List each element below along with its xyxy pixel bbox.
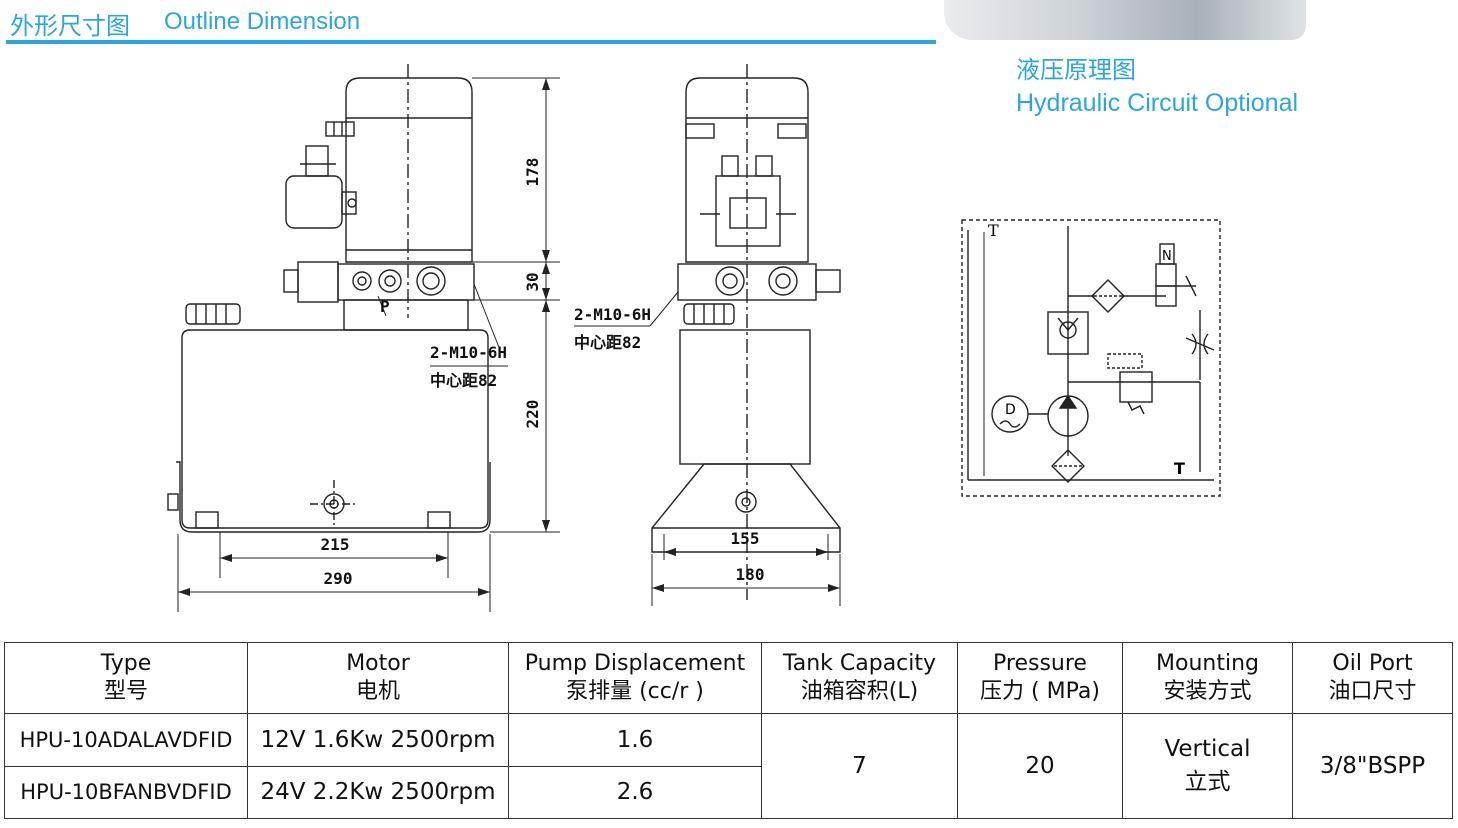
side-tank [679, 329, 811, 465]
cell-oil-port: 3/8"BSPP [1292, 713, 1453, 819]
suction-filter-icon [1051, 449, 1085, 483]
section-header: 外形尺寸图 Outline Dimension [6, 4, 936, 44]
circuit-label-d: D [1005, 402, 1016, 418]
port-label-p: P [380, 297, 390, 316]
circuit-label-n: N [1162, 249, 1172, 264]
filler-cap-icon [185, 303, 241, 325]
front-view [167, 64, 491, 533]
dim-mount-inner-front: 215 [321, 535, 350, 554]
section-title-en: Outline Dimension [164, 8, 361, 35]
dim-tank-height: 220 [523, 400, 542, 429]
side-motor [685, 77, 809, 263]
product-photo-fragment [944, 0, 1306, 40]
cell-type: HPU-10BFANBVDFID [4, 765, 248, 819]
hydraulic-circuit [961, 219, 1221, 497]
cell-type: HPU-10ADALAVDFID [4, 713, 248, 767]
section-title-cn: 外形尺寸图 [10, 13, 130, 40]
port-note-side-line2: 中心距82 [574, 333, 641, 352]
outline-drawing: 178 30 220 215 290 155 180 2-M10-6H 中心距8… [167, 64, 1221, 612]
dim-overall-front: 290 [324, 569, 353, 588]
front-solenoid [285, 175, 343, 229]
table-row: HPU-10ADALAVDFID 12V 1.6Kw 2500rpm 1.6 7… [4, 713, 1453, 819]
circuit-title-cn: 液压原理图 [1016, 57, 1136, 84]
side-view [651, 64, 841, 600]
front-tank [181, 329, 489, 529]
circuit-label-t-bottom: T [1174, 459, 1185, 478]
cell-displacement: 1.6 [508, 713, 762, 767]
circuit-title: 液压原理图 Hydraulic Circuit Optional [1016, 56, 1298, 120]
filter-icon [1091, 279, 1125, 313]
solenoid-terminal-icon [305, 145, 329, 177]
motor-bolt-icon [325, 121, 355, 137]
cell-tank-capacity: 7 [761, 713, 958, 819]
relief-valve-icon [1119, 371, 1153, 403]
side-solenoid [715, 175, 781, 247]
port-note-front-line2: 中心距82 [430, 371, 497, 390]
circuit-title-en: Hydraulic Circuit Optional [1016, 89, 1299, 117]
cell-motor: 24V 2.2Kw 2500rpm [247, 765, 509, 819]
port-note-side-line1: 2-M10-6H [574, 305, 651, 324]
circuit-frame [961, 219, 1221, 497]
dim-motor-height: 178 [523, 158, 542, 187]
cell-pressure: 20 [957, 713, 1123, 819]
cell-motor: 12V 1.6Kw 2500rpm [247, 713, 509, 767]
circuit-label-t-top: T [988, 221, 999, 240]
table-row: HPU-10BFANBVDFID 24V 2.2Kw 2500rpm 2.6 [4, 765, 1453, 819]
dim-mount-inner-side: 155 [731, 529, 760, 548]
front-motor [345, 77, 473, 263]
cell-displacement: 2.6 [508, 765, 762, 819]
dim-overall-side: 180 [736, 565, 765, 584]
check-valve-icon [1047, 311, 1089, 355]
dim-block-height: 30 [523, 272, 542, 291]
solenoid-valve-icon [1155, 263, 1177, 287]
port-note-front-line1: 2-M10-6H [430, 343, 507, 362]
